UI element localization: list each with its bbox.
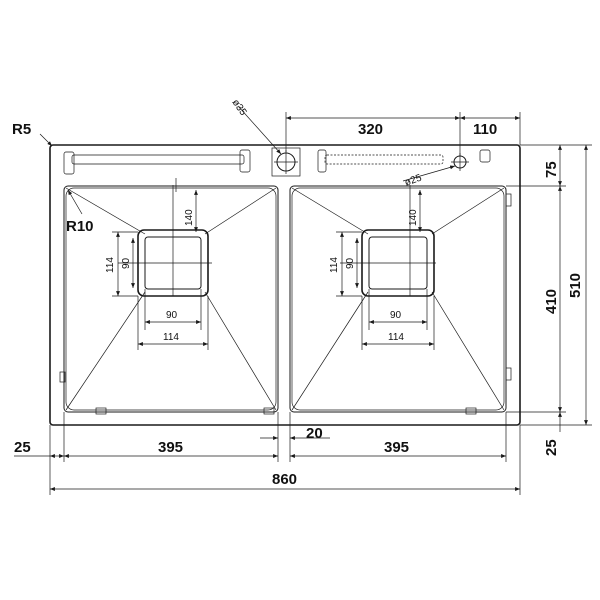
right-deck-slot (324, 154, 444, 165)
left-drain-label-114-h: 114 (163, 332, 179, 343)
left-drain-label-140: 140 (184, 209, 195, 226)
left-bowl-inner (65, 187, 277, 411)
label-410: 410 (543, 289, 560, 314)
right-drain-label-114-v: 114 (329, 257, 340, 273)
right-drain-label-90-v: 90 (345, 257, 356, 269)
right-drain-label-140: 140 (408, 209, 419, 226)
sink-outer-outline (49, 144, 521, 426)
label-110: 110 (473, 121, 497, 138)
label-r10: R10 (66, 218, 94, 235)
label-75: 75 (543, 161, 560, 178)
right-drain-label-114-h: 114 (388, 332, 404, 343)
label-395-right: 395 (384, 439, 409, 456)
right-bowl-inner (291, 187, 505, 411)
label-860: 860 (272, 471, 297, 488)
label-320: 320 (358, 121, 383, 138)
right-drain-label-90-h: 90 (390, 310, 402, 321)
label-510: 510 (567, 273, 584, 298)
left-drain-label-90-v: 90 (121, 257, 132, 269)
label-25-left: 25 (14, 439, 31, 456)
left-deck-slot (71, 154, 245, 165)
label-r5: R5 (12, 121, 31, 138)
right-bowl-outer (289, 185, 507, 413)
label-20: 20 (306, 425, 323, 442)
label-25-bottom: 25 (543, 439, 560, 456)
left-bowl-outer (63, 185, 279, 413)
left-drain-label-114-v: 114 (105, 257, 116, 273)
left-drain-label-90-h: 90 (166, 310, 178, 321)
label-395-left: 395 (158, 439, 183, 456)
